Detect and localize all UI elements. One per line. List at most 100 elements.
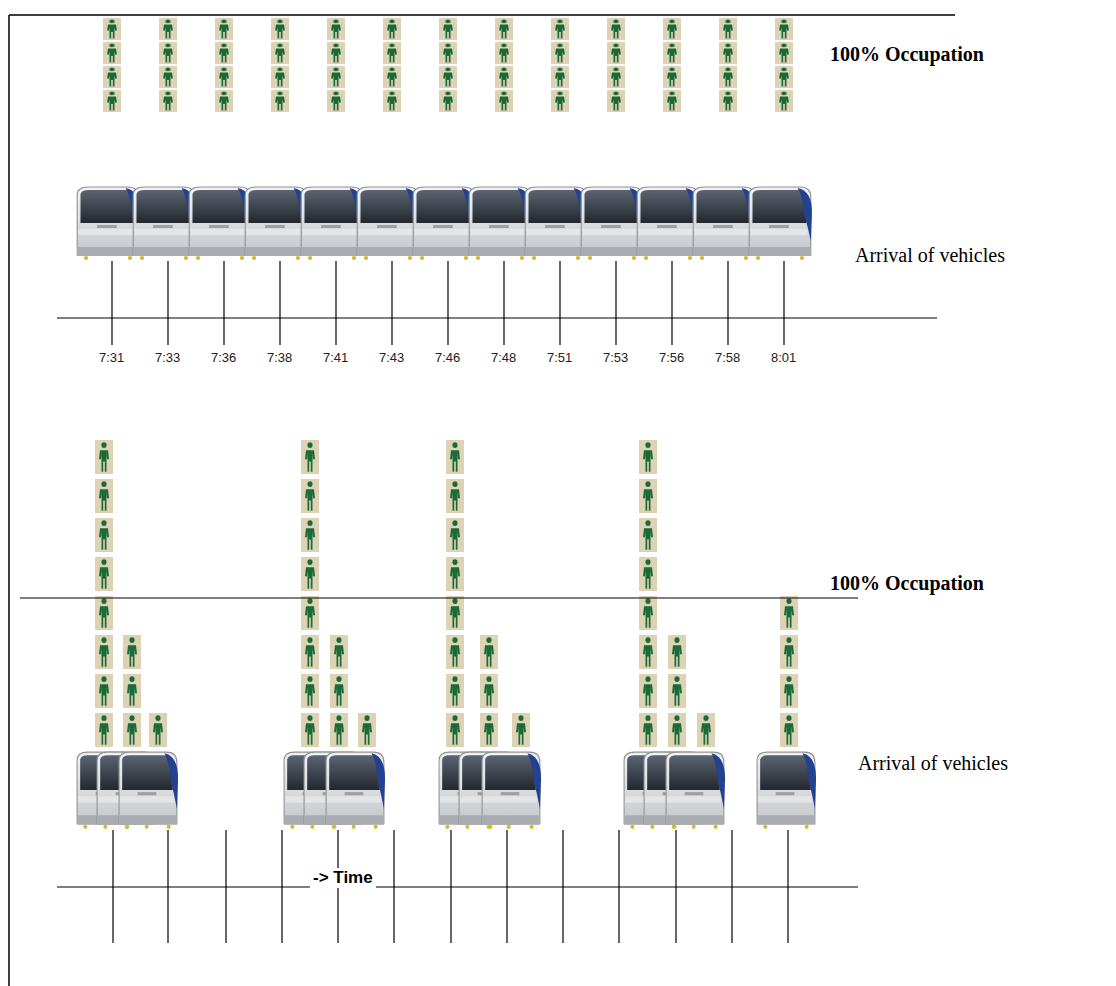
time-tick <box>503 261 504 345</box>
person-icon <box>330 635 348 669</box>
person-icon <box>495 18 513 40</box>
person-icon <box>719 66 737 88</box>
person-icon <box>775 42 793 64</box>
time-tick <box>559 261 560 345</box>
person-icon <box>639 713 657 747</box>
person-icon <box>327 90 345 112</box>
time-label: 7:38 <box>267 351 292 366</box>
person-icon <box>330 713 348 747</box>
person-icon <box>446 713 464 747</box>
tram-vehicle <box>666 752 725 829</box>
person-icon <box>639 635 657 669</box>
time-label: 8:01 <box>771 351 796 366</box>
time-tick <box>787 830 788 943</box>
person-icon <box>495 90 513 112</box>
person-icon <box>103 42 121 64</box>
person-icon <box>607 18 625 40</box>
capacity-label: 100% Occupation <box>830 572 984 595</box>
person-icon <box>480 713 498 747</box>
person-icon <box>719 18 737 40</box>
time-axis <box>57 886 858 887</box>
person-icon <box>123 713 141 747</box>
person-icon <box>719 90 737 112</box>
person-icon <box>663 18 681 40</box>
tram-vehicle <box>357 187 420 260</box>
person-icon <box>301 557 319 591</box>
person-icon <box>123 635 141 669</box>
tram-vehicle <box>77 187 140 260</box>
person-icon <box>439 42 457 64</box>
time-label: 7:33 <box>155 351 180 366</box>
axis-label: -> Time <box>310 868 376 888</box>
time-tick <box>615 261 616 345</box>
tram-vehicle <box>482 752 541 829</box>
person-icon <box>215 42 233 64</box>
person-icon <box>159 18 177 40</box>
person-icon <box>607 90 625 112</box>
person-icon <box>159 66 177 88</box>
tram-vehicle <box>525 187 588 260</box>
time-tick <box>671 261 672 345</box>
person-icon <box>301 596 319 630</box>
person-icon <box>330 674 348 708</box>
person-icon <box>215 90 233 112</box>
person-icon <box>551 90 569 112</box>
time-axis <box>57 317 937 318</box>
row-label: Arrival of vehicles <box>858 752 1008 775</box>
time-tick <box>279 261 280 345</box>
person-icon <box>697 713 715 747</box>
person-icon <box>358 713 376 747</box>
person-icon <box>639 518 657 552</box>
person-icon <box>95 674 113 708</box>
time-label: 7:36 <box>211 351 236 366</box>
person-icon <box>95 635 113 669</box>
tram-vehicle <box>133 187 196 260</box>
time-tick <box>112 830 113 943</box>
person-icon <box>95 596 113 630</box>
person-icon <box>551 66 569 88</box>
time-tick <box>675 830 676 943</box>
time-label: 7:51 <box>547 351 572 366</box>
time-tick <box>618 830 619 943</box>
tram-vehicle <box>119 752 178 829</box>
time-tick <box>281 830 282 943</box>
person-icon <box>271 66 289 88</box>
person-icon <box>123 674 141 708</box>
time-tick <box>783 261 784 345</box>
person-icon <box>668 635 686 669</box>
person-icon <box>439 66 457 88</box>
frame-line <box>9 14 955 16</box>
tram-vehicle <box>749 187 812 260</box>
person-icon <box>551 18 569 40</box>
capacity-line <box>20 597 858 598</box>
person-icon <box>719 42 737 64</box>
person-icon <box>301 635 319 669</box>
person-icon <box>512 713 530 747</box>
time-tick <box>223 261 224 345</box>
tram-vehicle <box>581 187 644 260</box>
person-icon <box>663 90 681 112</box>
person-icon <box>103 18 121 40</box>
time-tick <box>506 830 507 943</box>
person-icon <box>775 66 793 88</box>
person-icon <box>95 479 113 513</box>
person-icon <box>663 42 681 64</box>
person-icon <box>383 90 401 112</box>
time-label: 7:56 <box>659 351 684 366</box>
person-icon <box>383 18 401 40</box>
time-tick <box>225 830 226 943</box>
person-icon <box>446 674 464 708</box>
person-icon <box>301 674 319 708</box>
tram-vehicle <box>245 187 308 260</box>
capacity-label: 100% Occupation <box>830 43 984 66</box>
person-icon <box>439 18 457 40</box>
tram-vehicle <box>693 187 756 260</box>
person-icon <box>95 713 113 747</box>
time-tick <box>450 830 451 943</box>
time-tick <box>562 830 563 943</box>
person-icon <box>301 440 319 474</box>
tram-vehicle <box>469 187 532 260</box>
tram-vehicle <box>637 187 700 260</box>
tram-vehicle <box>413 187 476 260</box>
